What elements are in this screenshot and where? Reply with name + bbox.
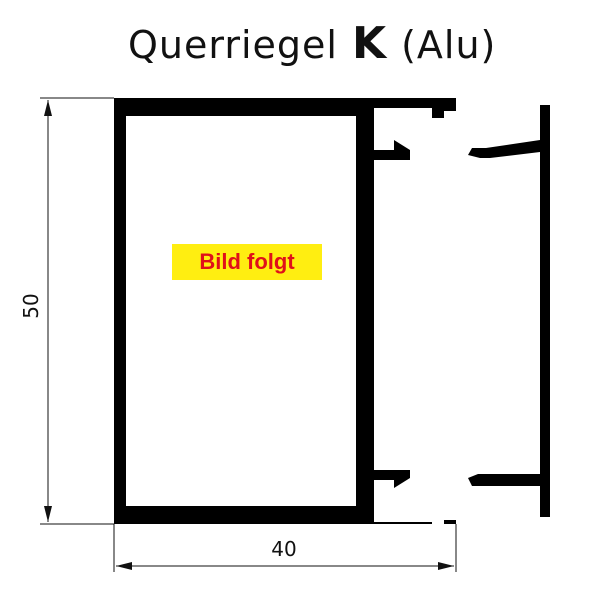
- height-arrow-bottom: [44, 506, 52, 522]
- width-dimension-label: 40: [271, 537, 296, 561]
- right-clip-bar: [540, 105, 550, 517]
- lower-left-hook: [374, 470, 410, 488]
- title-prefix: Querriegel: [128, 23, 338, 67]
- placeholder-badge: Bild folgt: [172, 244, 322, 280]
- right-clip-lower-arm: [468, 474, 540, 486]
- title-suffix: (Alu): [401, 23, 497, 67]
- right-clip-upper-arm: [468, 140, 540, 158]
- lower-gap-piece: [432, 510, 444, 524]
- width-arrow-right: [438, 562, 454, 570]
- height-dimension-label: 50: [19, 293, 43, 318]
- height-arrow-top: [44, 100, 52, 116]
- main-profile-frame: [114, 98, 456, 524]
- title-letter: K: [351, 18, 388, 69]
- width-arrow-left: [116, 562, 132, 570]
- drawing-title: Querriegel K (Alu): [128, 18, 496, 69]
- upper-left-hook: [374, 140, 410, 160]
